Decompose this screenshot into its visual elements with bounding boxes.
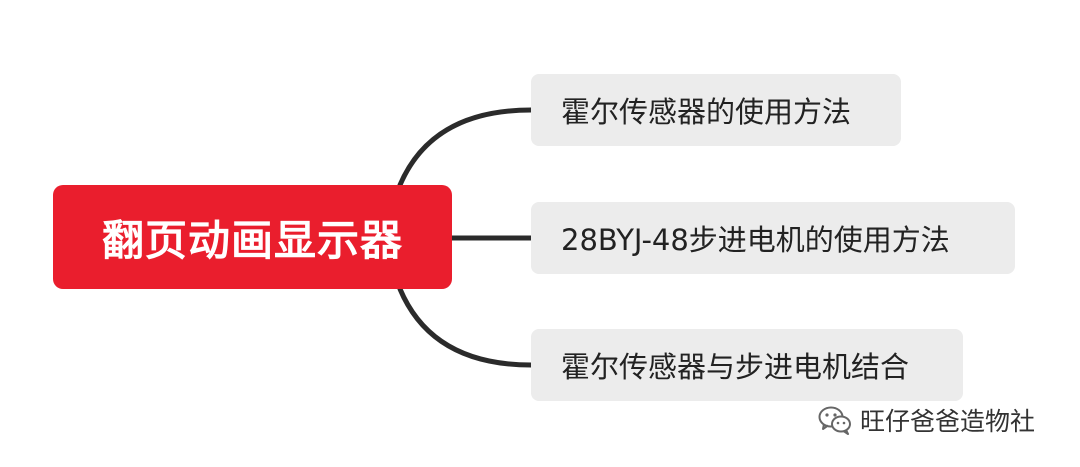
wechat-icon <box>818 406 851 435</box>
watermark-label: 旺仔爸爸造物社 <box>860 407 1036 436</box>
child-node-label: 28BYJ-48步进电机的使用方法 <box>561 223 950 257</box>
child-node-hall-sensor-usage[interactable]: 霍尔传感器的使用方法 <box>531 74 901 146</box>
connector-root-to-child-2 <box>397 286 534 368</box>
watermark: 旺仔爸爸造物社 <box>818 403 1035 437</box>
root-node[interactable]: 翻页动画显示器 <box>53 185 452 289</box>
child-node-label: 霍尔传感器的使用方法 <box>561 95 852 129</box>
child-node-stepper-motor-usage[interactable]: 28BYJ-48步进电机的使用方法 <box>531 202 1015 274</box>
child-node-hall-sensor-with-stepper[interactable]: 霍尔传感器与步进电机结合 <box>531 329 963 401</box>
child-node-label: 霍尔传感器与步进电机结合 <box>561 350 910 384</box>
connector-root-to-child-0 <box>397 107 534 188</box>
root-node-label: 翻页动画显示器 <box>101 215 403 265</box>
